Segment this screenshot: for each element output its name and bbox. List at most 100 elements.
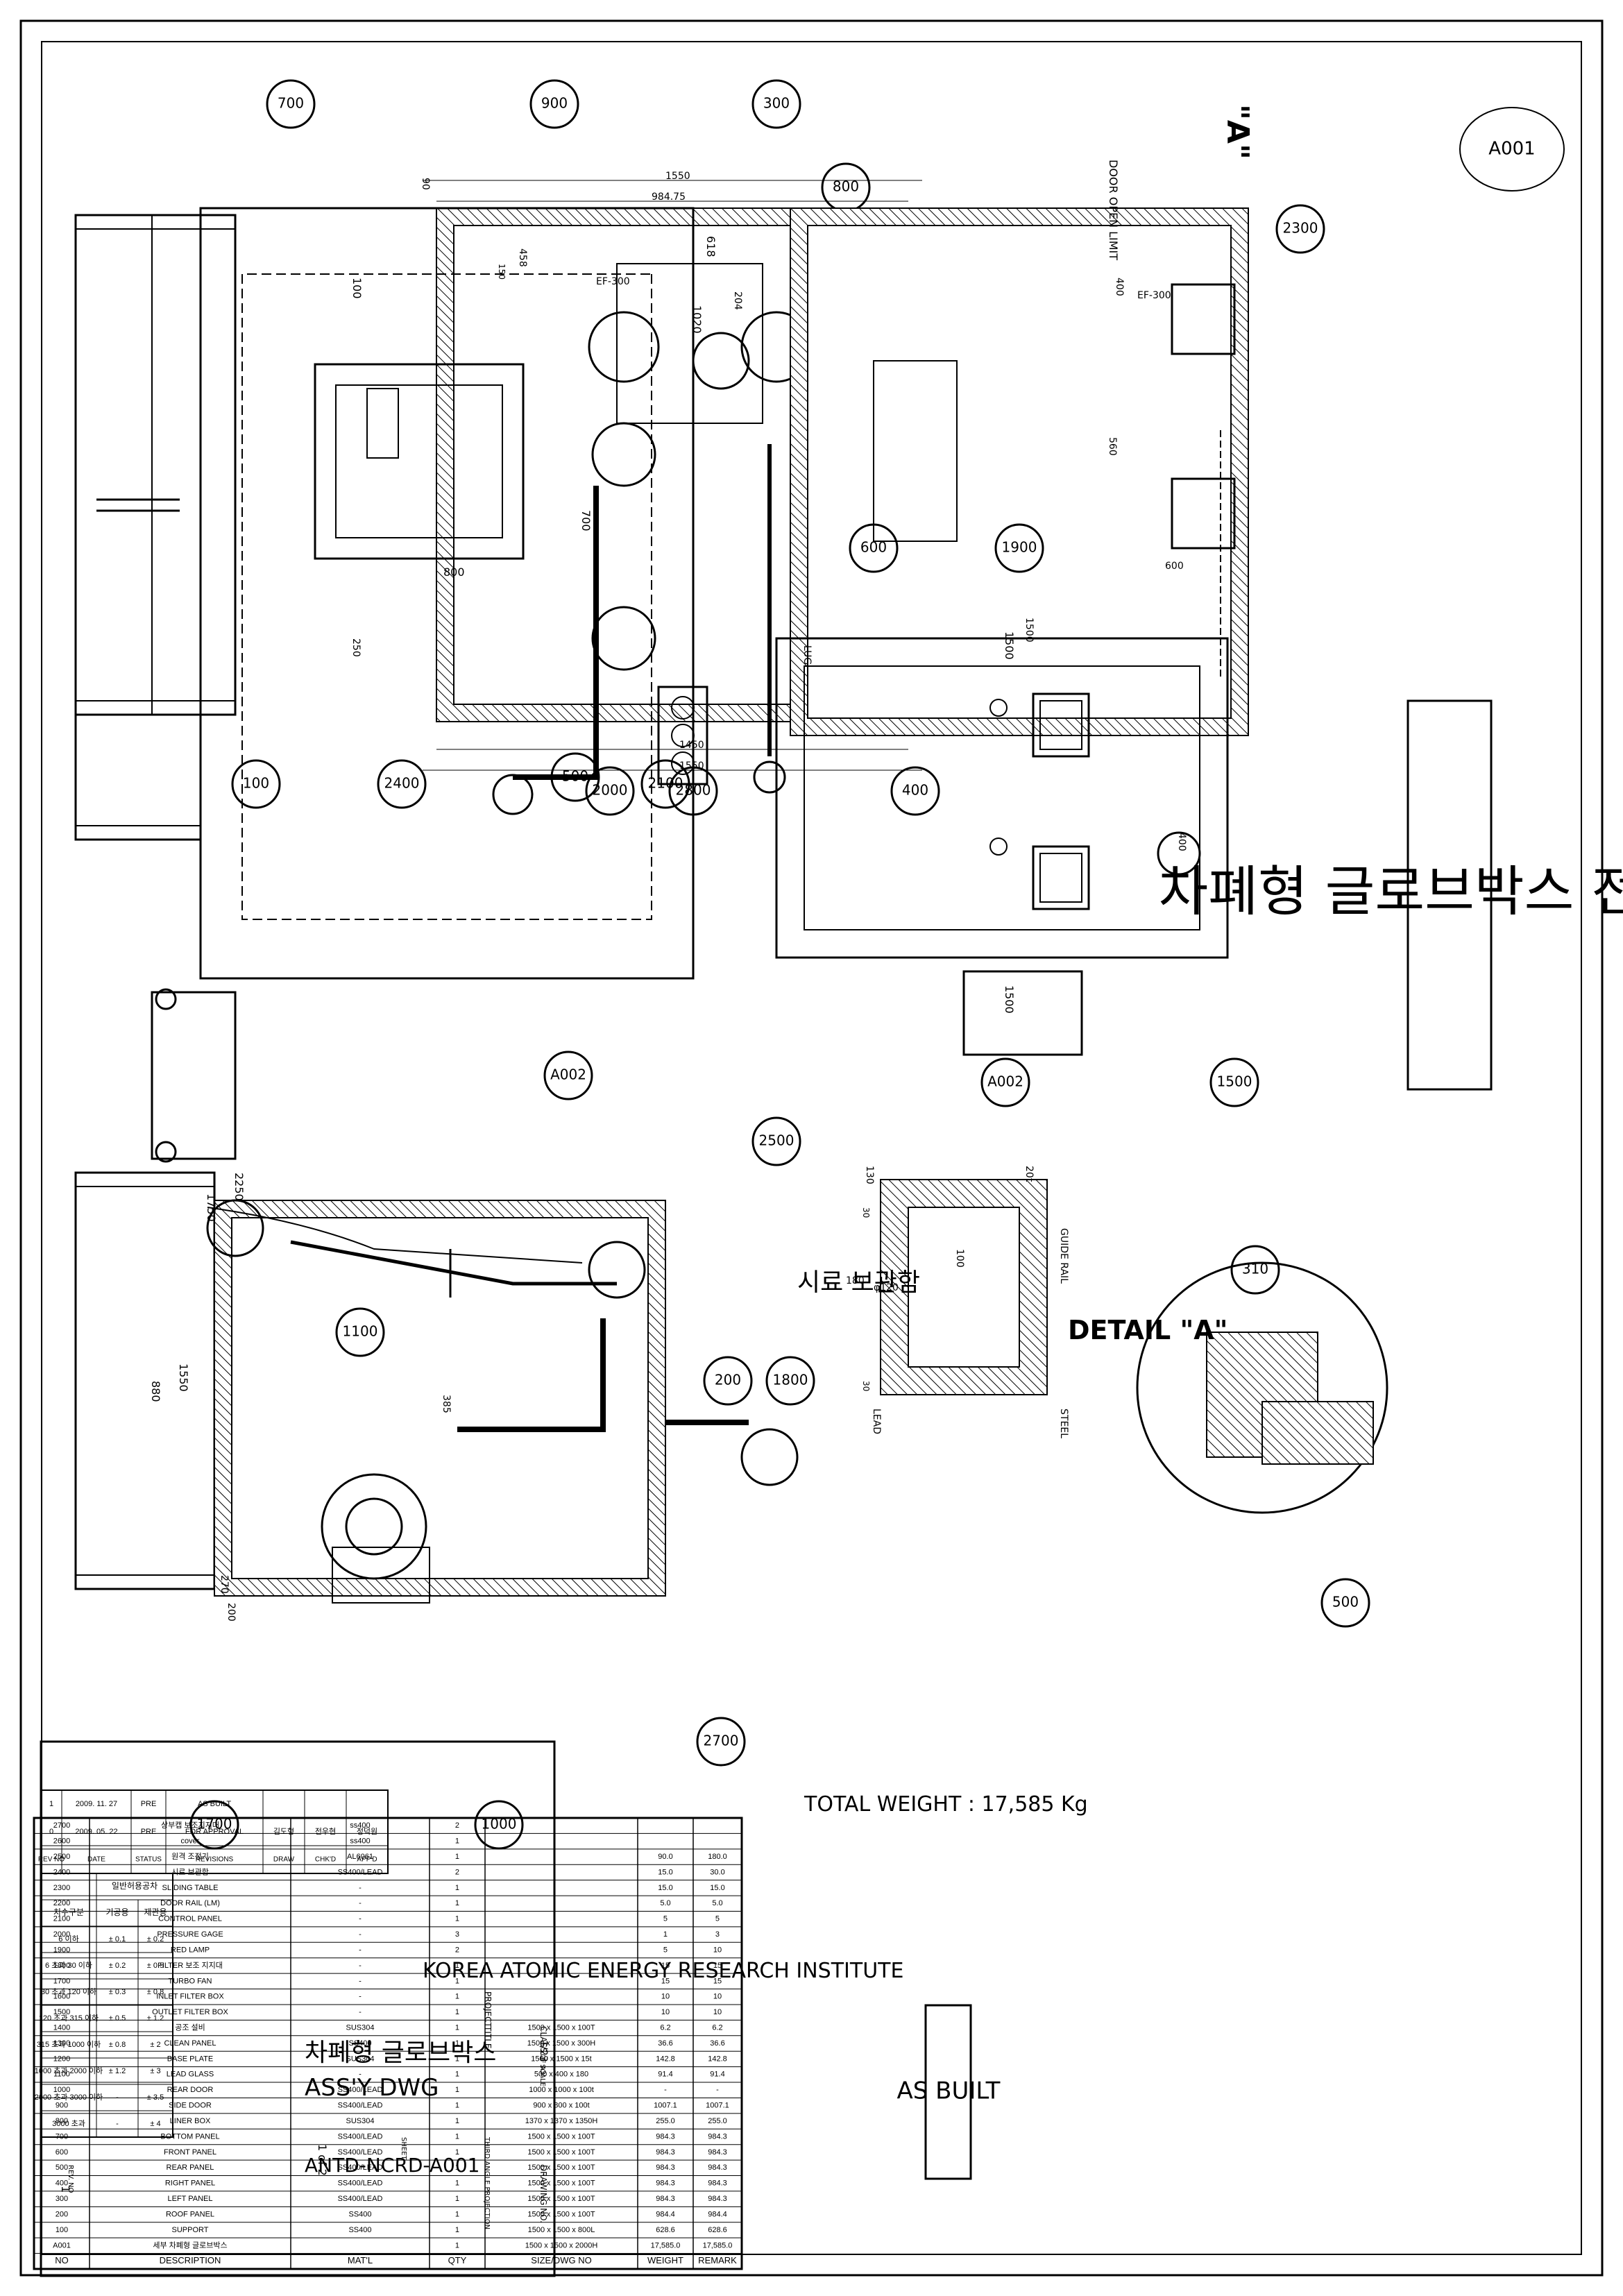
bom-header: QTY [448, 2255, 467, 2265]
bom-cell: - [359, 1930, 362, 1939]
tolerance-cell: ± 1.2 [109, 2067, 126, 2075]
manipulator-figure: 2500 [151, 988, 801, 1299]
guide-rail-label: GUIDE RAIL [1058, 1228, 1069, 1284]
dim-180: 180 [846, 1275, 865, 1286]
callout-1100: 1100 [343, 1323, 378, 1340]
bom-cell: 10 [713, 1993, 722, 2001]
bom-cell: 142.8 [708, 2055, 727, 2063]
bom-cell: 1500 x 1500 x 100T [527, 2179, 595, 2188]
bom-cell: 2200 [53, 1899, 70, 1907]
bom-cell: SS400/LEAD [338, 2179, 383, 2188]
bom-cell: 300 [56, 2195, 68, 2203]
dim-130: 130 [864, 1166, 875, 1184]
bom-cell: 1 [455, 2070, 459, 2079]
bom-cell: OUTLET FILTER BOX [152, 2008, 228, 2016]
bom-cell: LEAD GLASS [167, 2070, 214, 2079]
tolerance-cell: 30 초과 120 이하 [41, 1987, 96, 1996]
bom-cell: SS400/LEAD [338, 2195, 383, 2203]
tolerance-group-header: 일반허용공차 [112, 1881, 158, 1891]
bom-cell: 984.3 [708, 2148, 727, 2157]
bom-cell: 984.3 [708, 2163, 727, 2172]
drawing-no: ANTD-NCRD-A001 [305, 2154, 479, 2177]
bom-cell: DOOR RAIL (LM) [160, 1899, 220, 1907]
dim-2250: 2250 [232, 1173, 246, 1201]
bom-cell: 1 [455, 1977, 459, 1985]
bom-cell: 1000 [53, 2086, 70, 2094]
bom-cell: RIGHT PANEL [165, 2179, 215, 2188]
bom-cell: 1 [455, 2055, 459, 2063]
bom-cell: 1 [455, 2179, 459, 2188]
bom-cell: 15.0 [658, 1884, 672, 1892]
dim-30a: 30 [861, 1207, 871, 1218]
callout-1900: 1900 [1002, 539, 1037, 556]
bom-cell: 17,585.0 [703, 2241, 733, 2250]
bom-header: MAT'L [348, 2255, 373, 2265]
bom-cell: 984.3 [708, 2132, 727, 2141]
bom-cell: SS400/LEAD [338, 2148, 383, 2157]
callout-a002-front: A002 [550, 1066, 586, 1083]
bom-cell: 2 [455, 1946, 459, 1954]
bom-cell: 2000 [53, 1930, 70, 1939]
bom-cell: - [359, 1899, 362, 1907]
bom-cell: 1700 [53, 1977, 70, 1985]
sheet: 1 of 2 [316, 2144, 329, 2176]
bom-cell: TURBO FAN [169, 1977, 212, 1985]
callout-100: 100 [243, 775, 269, 792]
scale-note: OF A3 [538, 2054, 546, 2075]
bom-header: NO [55, 2255, 69, 2265]
bom-cell: 15.0 [710, 1884, 724, 1892]
bom-header: DESCRIPTION [160, 2255, 221, 2265]
scale-label: SCALE [538, 2064, 546, 2086]
revision-cell: PRE [141, 1800, 157, 1808]
bom-cell: 1600 [53, 1993, 70, 2001]
callout-2400: 2400 [384, 775, 420, 792]
revision-cell: 1 [49, 1800, 53, 1808]
callout-200: 200 [715, 1372, 741, 1388]
bom-cell: 1500 x 1500 x 800L [528, 2226, 595, 2234]
bom-cell: 15 [661, 1977, 670, 1985]
bom-cell: 984.3 [656, 2179, 675, 2188]
bom-cell: 시료 보관함 [171, 1867, 209, 1876]
bom-cell: 1000 x 1000 x 100t [529, 2086, 594, 2094]
revision-header: REVISIONS [196, 1856, 234, 1864]
dim-385: 385 [441, 1395, 452, 1413]
bom-cell: 984.3 [656, 2195, 675, 2203]
bom-cell: 15 [661, 1962, 670, 1970]
bom-cell: 5 [715, 1915, 720, 1923]
view-a: DOOR OPEN LIMIT 400 560 600 EF-300 "A" A… [790, 104, 1565, 736]
bom-cell: - [359, 1884, 362, 1892]
tolerance-cell: 315 초과 1000 이하 [37, 2039, 101, 2049]
bom-cell: 1 [455, 2210, 459, 2218]
view-a-label: "A" [1220, 104, 1255, 160]
bom-cell: 공조 설비 [175, 2023, 205, 2032]
dim-400-top-plan: 400 [1176, 833, 1187, 851]
callout-2300: 2300 [1283, 220, 1318, 237]
callout-700: 700 [278, 95, 304, 112]
title-block: CLASS TITLE PROJECT 1/23 OF A3 SCALE 차폐형… [40, 1740, 903, 2277]
tolerance-cell: ± 4 [150, 2120, 160, 2128]
bom-cell: 1 [455, 2226, 459, 2234]
detail-a: DETAIL "A" 310 500 [1068, 1245, 1388, 1628]
dim-618: 618 [704, 236, 717, 257]
bom-cell: 500 [56, 2163, 68, 2172]
bom-cell: 1500 x 1500 x 15t [531, 2055, 591, 2063]
revision-cell: AS BUILT [198, 1800, 231, 1808]
tolerance-cell: 120 초과 315 이하 [39, 2013, 99, 2023]
callout-400: 400 [902, 782, 928, 799]
bom-cell: 255.0 [708, 2117, 727, 2125]
bom-cell: 2 [455, 1821, 459, 1830]
bom-cell: 1 [455, 1962, 459, 1970]
bom-cell: 1 [455, 2023, 459, 2032]
as-built-stamp: AS BUILT [897, 2004, 1001, 2180]
bom-cell: 1 [455, 2132, 459, 2141]
bom-cell: 36.6 [658, 2039, 672, 2048]
scale: 1/23 [538, 2040, 549, 2061]
revision-cell: 2009. 11. 27 [76, 1800, 117, 1808]
bom-cell: LINER BOX [170, 2117, 211, 2125]
bom-cell: REAR PANEL [167, 2163, 214, 2172]
revision-cell: 2009. 05. 22 [75, 1828, 117, 1836]
bom-cell: 984.3 [708, 2195, 727, 2203]
dim-20t: 20t [1023, 1166, 1035, 1182]
callout-500: 500 [562, 768, 588, 785]
